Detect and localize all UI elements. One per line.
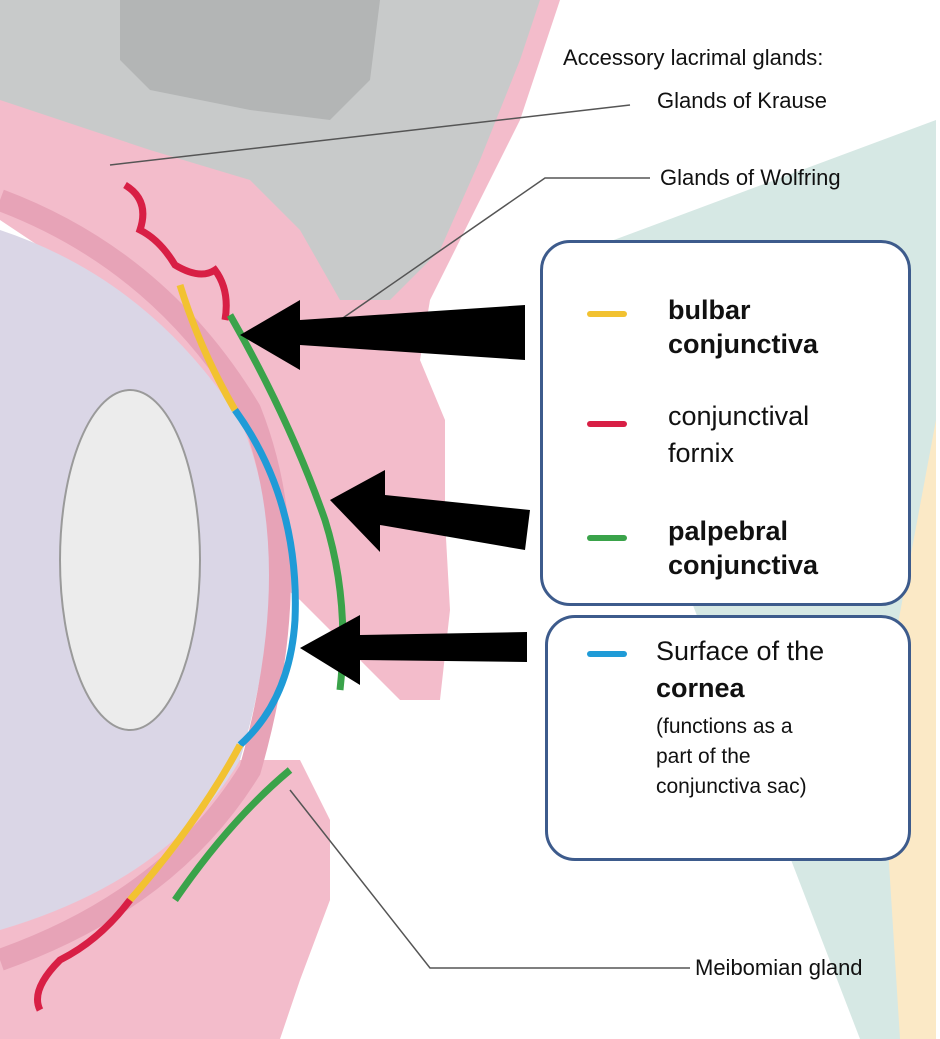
fornix-swatch bbox=[587, 421, 627, 427]
cornea-note-2: part of the bbox=[656, 745, 751, 769]
legend-box-conjunctiva: bulbar conjunctiva conjunctival fornix p… bbox=[540, 240, 911, 606]
wolfring-label: Glands of Wolfring bbox=[660, 165, 841, 191]
lens bbox=[60, 390, 200, 730]
krause-label: Glands of Krause bbox=[657, 88, 827, 114]
bulbar-label-2: conjunctiva bbox=[668, 329, 818, 360]
cornea-label-2: cornea bbox=[656, 673, 745, 704]
palpebral-swatch bbox=[587, 535, 627, 541]
cornea-note-1: (functions as a bbox=[656, 715, 793, 739]
bulbar-swatch bbox=[587, 311, 627, 317]
fornix-label-2: fornix bbox=[668, 438, 734, 469]
cornea-swatch bbox=[587, 651, 627, 657]
palpebral-label-2: conjunctiva bbox=[668, 550, 818, 581]
cornea-label-1: Surface of the bbox=[656, 636, 824, 667]
cornea-note-3: conjunctiva sac) bbox=[656, 775, 807, 799]
bulbar-label-1: bulbar bbox=[668, 295, 751, 326]
palpebral-label-1: palpebral bbox=[668, 516, 788, 547]
legend-box-cornea: Surface of the cornea (functions as a pa… bbox=[545, 615, 911, 861]
accessory-glands-label: Accessory lacrimal glands: bbox=[563, 45, 823, 71]
fornix-label-1: conjunctival bbox=[668, 401, 809, 432]
meibomian-label: Meibomian gland bbox=[695, 955, 863, 981]
